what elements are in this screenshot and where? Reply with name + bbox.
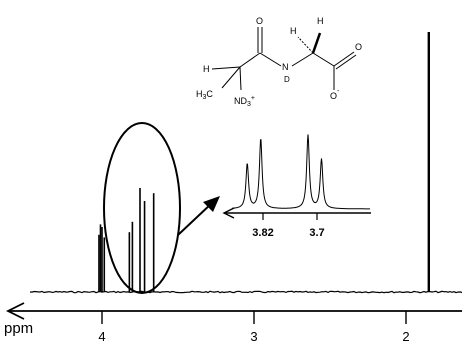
x-tick-label-0: 4 (98, 329, 105, 343)
x-tick-label-2: 2 (402, 329, 409, 343)
h-left-label: H (203, 64, 210, 74)
molecule-structure (211, 27, 357, 91)
inset-axis-ticks: 3.82 3.7 (252, 213, 325, 239)
x-axis: 4 3 2 ppm (4, 302, 462, 343)
amide-d-label: D (284, 75, 290, 84)
h-alpha2-label: H (317, 16, 324, 26)
amide-n-label: N (282, 62, 289, 72)
molecule-labels: O O O - H H H N D H3C ND3+ (196, 16, 362, 108)
x-axis-ticks: 4 3 2 (98, 311, 410, 343)
methyl-h-label: H3C (196, 89, 213, 101)
x-axis-unit-label: ppm (4, 320, 33, 337)
carboxyl-o-label: O (355, 42, 362, 52)
h-alpha-label: H (290, 26, 297, 36)
inset-trace (231, 134, 370, 210)
spectrum-baseline (29, 290, 462, 294)
zoom-arrow (177, 196, 220, 236)
carboxylate-o-label: O (330, 91, 337, 101)
amine-label: ND3+ (234, 95, 255, 108)
inset-tick-label-0: 3.82 (252, 227, 273, 239)
carboxylate-charge-label: - (337, 88, 340, 95)
inset-tick-label-1: 3.7 (309, 227, 324, 239)
inset-spectrum: 3.82 3.7 (222, 134, 371, 239)
highlight-ellipse (103, 122, 181, 294)
x-tick-label-1: 3 (250, 329, 257, 343)
spectrum-peaks (98, 32, 430, 292)
carbonyl-o-label: O (256, 16, 263, 26)
